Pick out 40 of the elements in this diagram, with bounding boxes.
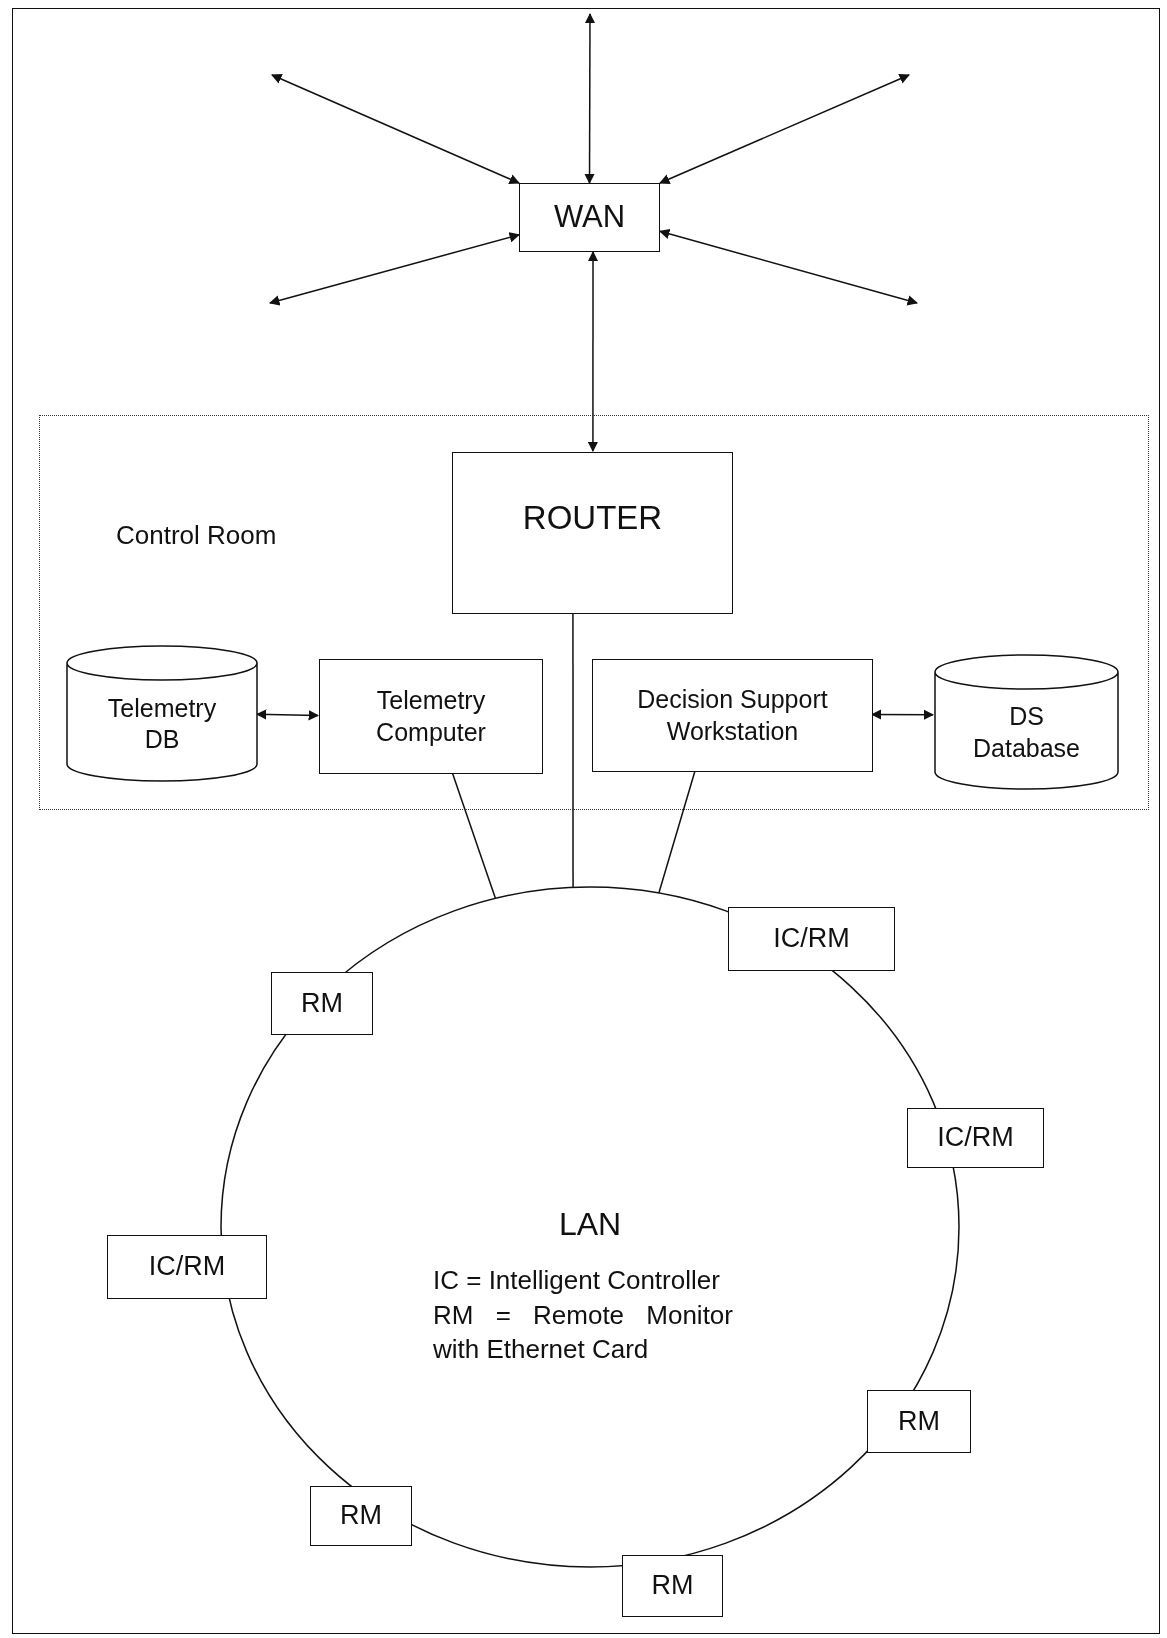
network-label: LAN <box>557 1206 623 1243</box>
definition-text: IC = Intelligent Controller <box>433 1264 721 1297</box>
node-label: Telemetry Computer <box>375 685 487 748</box>
node-label: WAN <box>553 198 626 237</box>
definition-text: RM = Remote Monitor with Ethernet Card <box>433 1299 733 1366</box>
arrow <box>659 228 918 306</box>
node-label: ROUTER <box>522 498 663 538</box>
node-label: Telemetry DB <box>106 692 218 755</box>
node-label: Decision Support Workstation <box>636 684 829 747</box>
node-label: DS Database <box>972 701 1081 764</box>
arrow <box>269 232 520 306</box>
process-box <box>622 1555 723 1617</box>
room-boundary <box>39 415 1149 810</box>
database-cylinder <box>66 646 258 782</box>
database-cylinder <box>934 655 1119 790</box>
node-label: RM <box>651 1569 694 1603</box>
process-box <box>319 659 543 774</box>
arrow <box>659 73 910 185</box>
connector-line <box>572 612 574 889</box>
node-label: IC/RM <box>937 1121 1014 1155</box>
process-box <box>519 183 660 252</box>
node-label: IC/RM <box>148 1250 226 1284</box>
connector-line <box>451 772 497 900</box>
connector-line <box>658 770 696 894</box>
node-label: IC/RM <box>773 922 850 956</box>
node-label: RM <box>301 986 343 1020</box>
process-box <box>907 1108 1044 1168</box>
node-label: RM <box>898 1404 940 1438</box>
arrow <box>271 74 520 184</box>
process-box <box>107 1235 267 1299</box>
room-label: Control Room <box>116 520 277 551</box>
process-box <box>452 452 733 614</box>
arrow <box>587 250 599 453</box>
process-box <box>867 1390 971 1453</box>
process-box <box>728 907 895 971</box>
node-label: RM <box>340 1499 382 1533</box>
process-box <box>592 659 873 772</box>
arrow <box>584 12 596 185</box>
process-box <box>310 1486 412 1546</box>
arrow <box>255 709 320 721</box>
